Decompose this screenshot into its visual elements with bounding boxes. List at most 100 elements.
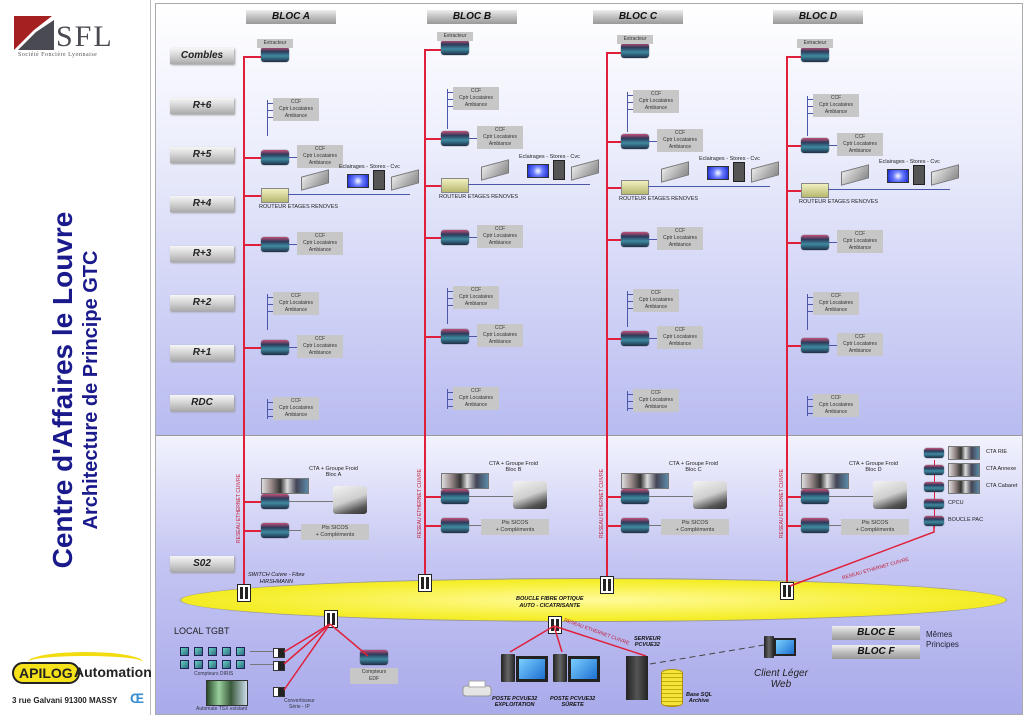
converter-3 bbox=[273, 687, 285, 697]
bloc-c-sub-bus bbox=[627, 92, 628, 132]
bloc-d-extra-cta-unit bbox=[948, 480, 980, 494]
apilog-swoosh-icon bbox=[28, 652, 143, 672]
bloc-d-extra-link bbox=[789, 526, 935, 587]
bloc-a-router-device bbox=[261, 188, 289, 203]
ccf-text: CCF bbox=[830, 395, 842, 401]
diagram-title: Centre d'Affaires le Louvre Architecture… bbox=[47, 212, 103, 569]
base-sql-line2: Archive bbox=[688, 698, 710, 704]
cptr-text: Cptr Locataires bbox=[483, 134, 517, 140]
switch-label: SWITCH Cuivre - Fibre HIRSHMANN bbox=[248, 572, 305, 586]
bloc-d-eclairages-label: Eclairages - Stores - Cvc bbox=[879, 159, 940, 165]
cptr-text: Cptr Locataires bbox=[459, 395, 493, 401]
web-client-link bbox=[649, 643, 771, 665]
diris-meter-icon bbox=[180, 660, 189, 669]
bloc-a-sub-bus bbox=[267, 100, 268, 136]
bloc-d-header: BLOC D bbox=[773, 10, 863, 24]
cptr-text: Cptr Locataires bbox=[843, 238, 877, 244]
bloc-d-sub-link bbox=[807, 106, 813, 107]
ambiance-text: Ambiance bbox=[284, 113, 308, 119]
diris-meter-icon bbox=[208, 660, 217, 669]
diris-meter-icon bbox=[194, 647, 203, 656]
poste-exploitation-line2: EXPLOITATION bbox=[494, 702, 535, 708]
bloc-a-cta-unit bbox=[261, 478, 309, 494]
sicos-line2: + Compléments bbox=[315, 532, 355, 538]
bloc-f: BLOC F bbox=[832, 645, 920, 659]
diris-meter-icon bbox=[236, 647, 245, 656]
switch-label-line2: HIRSHMANN bbox=[259, 579, 293, 585]
bloc-d-extra-cta-unit bbox=[948, 446, 980, 460]
bloc-d-chiller-link bbox=[786, 496, 801, 498]
sql-database-icon bbox=[661, 669, 683, 707]
bloc-d-extra-cta-unit bbox=[948, 463, 980, 477]
bloc-d-sub-link bbox=[807, 304, 813, 305]
ambiance-text: Ambiance bbox=[824, 409, 848, 415]
bloc-c-eclairages-label: Eclairages - Stores - Cvc bbox=[699, 156, 760, 162]
title-main: Centre d'Affaires le Louvre bbox=[47, 211, 78, 569]
bloc-d-sicos-controller bbox=[801, 518, 829, 533]
sicos-line1: Pts SICOS bbox=[501, 520, 529, 526]
bloc-b-header: BLOC B bbox=[427, 10, 517, 24]
bloc-c-sicos-label: Pts SICOS+ Compléments bbox=[661, 519, 729, 535]
ambiance-text: Ambiance bbox=[848, 148, 872, 154]
ccf-text: CCF bbox=[854, 231, 866, 237]
bloc-c-chiller-unit bbox=[693, 481, 727, 509]
bloc-c-sicos-wire bbox=[649, 525, 661, 526]
switch-label-line1: SWITCH Cuivre - Fibre bbox=[248, 572, 305, 578]
bloc-b-ethernet-label: RESEAU ETHERNET CUIVRE bbox=[417, 468, 423, 538]
bloc-c-fibre-switch bbox=[600, 576, 614, 594]
fibre-optic-loop bbox=[180, 578, 1007, 622]
bloc-b-sub-link bbox=[447, 406, 453, 407]
cptr-text: Cptr Locataires bbox=[663, 137, 697, 143]
bloc-d-extra-controller bbox=[924, 499, 944, 509]
bloc-d-sub-link bbox=[807, 297, 813, 298]
bloc-b-chiller-controller bbox=[441, 489, 469, 504]
cptr-text: Cptr Locataires bbox=[279, 405, 313, 411]
apilog-address: 3 rue Galvani 91300 MASSY bbox=[12, 696, 118, 705]
bloc-d-extra-label: CTA Cabaret bbox=[986, 483, 1018, 489]
bloc-b-sub-link bbox=[447, 106, 453, 107]
cptr-text: Cptr Locataires bbox=[459, 294, 493, 300]
ccf-text: CCF bbox=[470, 88, 482, 94]
bloc-a-blinds-controller bbox=[391, 169, 419, 191]
ccf-text: CCF bbox=[314, 146, 326, 152]
poste-exploitation-label: POSTE PCVUE32 EXPLOITATION bbox=[492, 696, 537, 708]
bloc-b-ethernet-trunk bbox=[424, 49, 426, 584]
ccf-text: CCF bbox=[650, 91, 662, 97]
quality-cert-icon: Œ bbox=[130, 690, 144, 706]
bloc-c-sub-link bbox=[627, 95, 633, 96]
ambiance-text: Ambiance bbox=[464, 102, 488, 108]
bloc-d-router-label: ROUTEUR ETAGES RENOVES bbox=[799, 199, 879, 205]
bloc-c-extracteur-device bbox=[621, 43, 649, 58]
bloc-c-floor-controller bbox=[621, 134, 649, 149]
bloc-c-chiller-link bbox=[606, 496, 621, 498]
cptr-text: Cptr Locataires bbox=[663, 235, 697, 241]
bloc-a-router-link bbox=[243, 195, 261, 197]
bloc-a-tag-link bbox=[289, 244, 297, 245]
bloc-d-sub-bus bbox=[807, 96, 808, 136]
memes-principes-line2: Principes bbox=[926, 640, 959, 649]
poste-surete-line1: POSTE PCVUE32 bbox=[550, 696, 596, 702]
diris-meter-icon bbox=[180, 647, 189, 656]
diris-meter-icon bbox=[236, 660, 245, 669]
bloc-c-floor-controller bbox=[621, 331, 649, 346]
bloc-a-ethernet-label: RESEAU ETHERNET CUIVRE bbox=[236, 473, 242, 543]
bloc-a-sub-link bbox=[267, 409, 273, 410]
bloc-b-chiller-wire bbox=[469, 496, 513, 497]
cta-label-line2: Bloc B bbox=[505, 467, 522, 473]
bloc-d-ethernet-label: RESEAU ETHERNET CUIVRE bbox=[779, 468, 785, 538]
bloc-b-floor-link bbox=[424, 336, 441, 338]
bloc-a-floor-controller bbox=[261, 237, 289, 252]
bloc-d-extra-controller bbox=[924, 448, 944, 458]
ambiance-text: Ambiance bbox=[488, 240, 512, 246]
sfl-logo-mark-icon bbox=[14, 16, 54, 50]
exploitation-pc-tower bbox=[501, 654, 515, 682]
bloc-c-ethernet-label: RESEAU ETHERNET CUIVRE bbox=[599, 468, 605, 538]
bloc-b-extracteur-device bbox=[441, 40, 469, 55]
sfl-brand: SFL bbox=[56, 20, 114, 53]
bloc-d-sicos-wire bbox=[829, 525, 841, 526]
bloc-d-chiller-controller bbox=[801, 489, 829, 504]
